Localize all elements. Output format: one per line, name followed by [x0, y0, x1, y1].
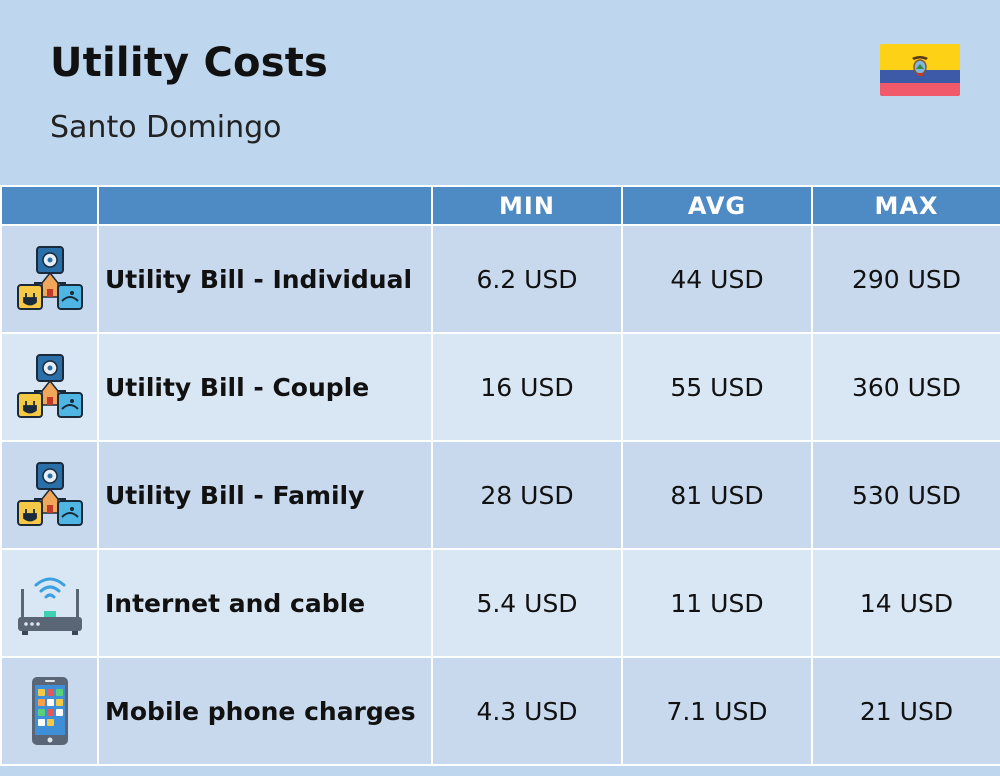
row-label: Utility Bill - Couple — [97, 332, 433, 442]
table-row: Utility Bill - Family 28 USD 81 USD 530 … — [0, 440, 1000, 550]
min-value: 16 USD — [431, 332, 623, 442]
header-max: MAX — [811, 185, 1000, 226]
max-value: 290 USD — [811, 224, 1000, 334]
utilities-icon — [14, 351, 86, 423]
header-name-col — [97, 185, 433, 226]
row-label: Utility Bill - Family — [97, 440, 433, 550]
table-row: Internet and cable 5.4 USD 11 USD 14 USD — [0, 548, 1000, 658]
min-value: 4.3 USD — [431, 656, 623, 766]
router-icon — [14, 567, 86, 639]
ecuador-flag-icon — [880, 44, 960, 96]
avg-value: 44 USD — [621, 224, 813, 334]
avg-value: 81 USD — [621, 440, 813, 550]
table-row: Utility Bill - Individual 6.2 USD 44 USD… — [0, 224, 1000, 334]
avg-value: 11 USD — [621, 548, 813, 658]
utilities-icon — [14, 459, 86, 531]
min-value: 6.2 USD — [431, 224, 623, 334]
header-avg: AVG — [621, 185, 813, 226]
smartphone-icon — [14, 675, 86, 747]
row-label: Internet and cable — [97, 548, 433, 658]
table-row: Mobile phone charges 4.3 USD 7.1 USD 21 … — [0, 656, 1000, 766]
avg-value: 7.1 USD — [621, 656, 813, 766]
min-value: 28 USD — [431, 440, 623, 550]
max-value: 21 USD — [811, 656, 1000, 766]
header-icon-col — [0, 185, 99, 226]
utility-costs-table: MIN AVG MAX Uti — [0, 185, 1000, 766]
city-subtitle: Santo Domingo — [50, 110, 282, 145]
page-header: Utility Costs Santo Domingo — [0, 0, 1000, 185]
max-value: 530 USD — [811, 440, 1000, 550]
min-value: 5.4 USD — [431, 548, 623, 658]
page-title: Utility Costs — [50, 40, 329, 86]
table-header-row: MIN AVG MAX — [0, 185, 1000, 226]
row-label: Mobile phone charges — [97, 656, 433, 766]
row-label: Utility Bill - Individual — [97, 224, 433, 334]
table-row: Utility Bill - Couple 16 USD 55 USD 360 … — [0, 332, 1000, 442]
header-min: MIN — [431, 185, 623, 226]
utilities-icon — [14, 243, 86, 315]
avg-value: 55 USD — [621, 332, 813, 442]
max-value: 14 USD — [811, 548, 1000, 658]
max-value: 360 USD — [811, 332, 1000, 442]
